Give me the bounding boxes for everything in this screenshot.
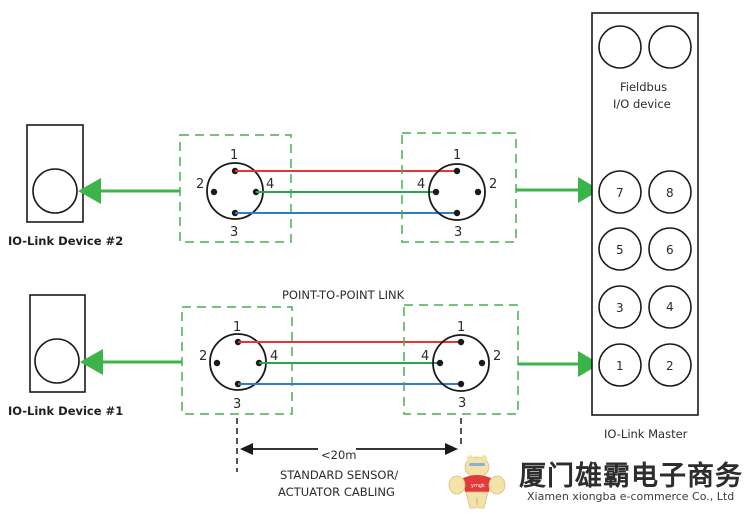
pin-3 — [457, 380, 465, 388]
pin-4-label: 4 — [421, 349, 429, 364]
pin-2-label: 2 — [196, 177, 204, 192]
cable-type-line-2: ACTUATOR CABLING — [278, 485, 395, 499]
fieldbus-port-icon — [648, 25, 692, 69]
bear-mascot-icon: ymgk — [448, 455, 506, 509]
device-2-port-icon — [32, 168, 78, 214]
pin-4-label: 4 — [266, 177, 274, 192]
master-port-8: 8 — [648, 170, 692, 214]
m12-connector-face — [428, 163, 486, 221]
dashed-connector-box — [181, 306, 293, 415]
port-2-label: 2 — [666, 359, 674, 373]
pin-2-label: 2 — [199, 349, 207, 364]
master-port-1: 1 — [598, 343, 642, 387]
bottom-right-connector: 1 4 2 3 — [403, 304, 519, 415]
cable-length-dimension: <20m STANDARD SENSOR/ ACTUATOR CABLING — [236, 418, 462, 499]
pin-2 — [478, 359, 486, 367]
watermark-company-en: Xiamen xiongba e-commerce Co., Ltd — [527, 490, 735, 503]
pin-4 — [432, 188, 440, 196]
port-1-label: 1 — [616, 359, 624, 373]
fieldbus-label-line-2: I/O device — [613, 97, 671, 111]
master-port-5: 5 — [598, 227, 642, 271]
bottom-left-connector: 1 2 4 3 — [181, 306, 293, 415]
pin-1-label: 1 — [453, 148, 461, 163]
arrow-head-left-icon — [240, 443, 253, 455]
pin-1-label: 1 — [230, 148, 238, 163]
device-2-label: IO-Link Device #2 — [8, 234, 123, 248]
cable-length-label: <20m — [321, 448, 356, 462]
master-port-6: 6 — [648, 227, 692, 271]
pin-3-label: 3 — [454, 225, 462, 240]
pin-2-label: 2 — [489, 177, 497, 192]
dashed-connector-box — [179, 134, 292, 243]
pin-3-label: 3 — [458, 396, 466, 411]
master-port-7: 7 — [598, 170, 642, 214]
port-4-label: 4 — [666, 300, 674, 314]
arrow-head-right-icon — [578, 351, 600, 377]
io-link-device-1: IO-Link Device #1 — [8, 294, 123, 418]
master-port-4: 4 — [648, 285, 692, 329]
arrow-to-device-1 — [80, 349, 182, 375]
pin-2 — [210, 188, 218, 196]
pin-1-label: 1 — [457, 320, 465, 335]
device-1-label: IO-Link Device #1 — [8, 404, 123, 418]
pin-4-label: 4 — [270, 349, 278, 364]
port-5-label: 5 — [616, 243, 624, 257]
fieldbus-label-line-1: Fieldbus — [620, 80, 667, 94]
port-8-label: 8 — [666, 186, 674, 200]
watermark-company-cn: 厦门雄霸电子商务 — [519, 461, 743, 492]
pin-1-label: 1 — [233, 320, 241, 335]
arrow-to-device-2 — [78, 178, 180, 204]
arrow-head-right-icon — [578, 177, 600, 203]
dashed-connector-box — [403, 304, 519, 415]
pin-3 — [453, 209, 461, 217]
fieldbus-port-icon — [598, 25, 642, 69]
top-cable-wires — [235, 170, 457, 214]
port-6-label: 6 — [666, 243, 674, 257]
io-link-device-2: IO-Link Device #2 — [8, 124, 123, 248]
arrow-to-master-port-7 — [516, 177, 600, 203]
device-1-port-icon — [34, 338, 80, 384]
pin-3-label: 3 — [230, 225, 238, 240]
pin-4-label: 4 — [417, 177, 425, 192]
point-to-point-link-label: POINT-TO-POINT LINK — [282, 288, 405, 302]
m12-connector-face — [432, 334, 490, 392]
bottom-cable-wires — [238, 341, 461, 385]
arrow-to-master-port-1 — [518, 351, 600, 377]
pin-1 — [453, 167, 461, 175]
mascot-shirt-text: ymgk — [471, 483, 485, 489]
pin-2-label: 2 — [493, 349, 501, 364]
master-port-3: 3 — [598, 285, 642, 329]
cable-type-line-1: STANDARD SENSOR/ — [280, 468, 398, 482]
master-label: IO-Link Master — [604, 427, 688, 441]
pin-4 — [436, 359, 444, 367]
arrow-head-left-icon — [78, 178, 101, 204]
top-right-connector: 1 4 2 3 — [401, 132, 517, 243]
io-link-master: Fieldbus I/O device 7 8 5 6 3 4 1 — [591, 12, 699, 441]
top-left-connector: 1 2 4 3 — [179, 134, 292, 243]
master-port-2: 2 — [648, 343, 692, 387]
port-7-label: 7 — [616, 186, 624, 200]
pin-3-label: 3 — [233, 397, 241, 412]
pin-1 — [457, 338, 465, 346]
pin-2 — [474, 188, 482, 196]
dashed-connector-box — [401, 132, 517, 243]
port-3-label: 3 — [616, 301, 624, 315]
arrow-head-left-icon — [80, 349, 103, 375]
pin-2 — [213, 359, 221, 367]
arrow-head-right-icon — [445, 443, 458, 455]
